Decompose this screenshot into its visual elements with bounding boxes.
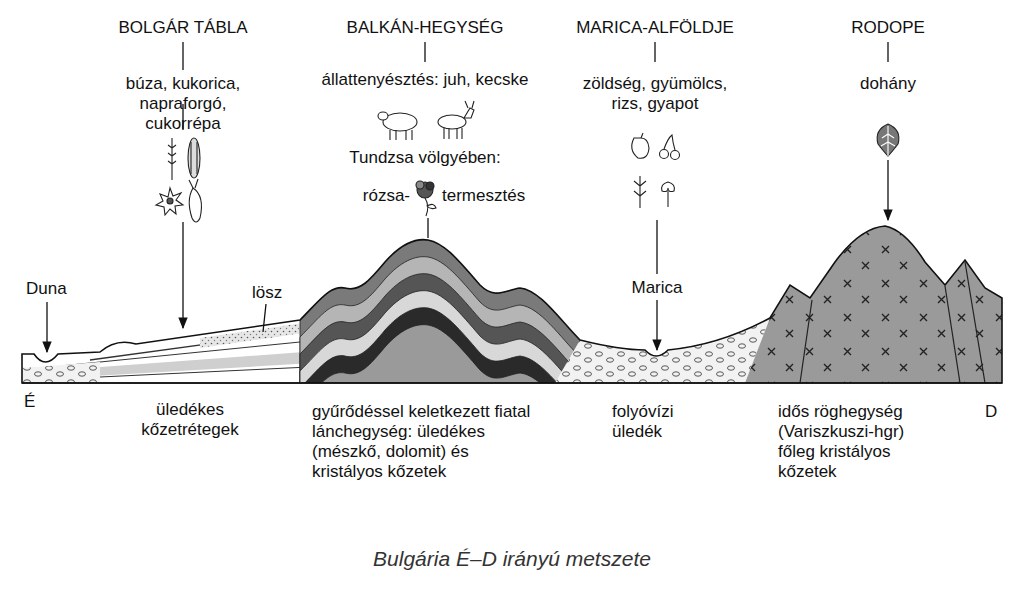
terrain-regions-part xyxy=(0,0,330,383)
profile-outline xyxy=(22,226,1002,383)
terrain-regions-part xyxy=(22,362,100,383)
crop-icons-part xyxy=(188,138,200,178)
rock-description: üledékes kőzetrétegek xyxy=(130,400,250,440)
crop-icons-part xyxy=(191,142,197,174)
crop-label: búza, kukorica, napraforgó, cukorrépa xyxy=(113,74,253,134)
fault-lines xyxy=(800,262,985,383)
river-label: Duna xyxy=(26,279,67,299)
direction-letter: D xyxy=(985,402,997,422)
terrain-regions xyxy=(0,0,1010,505)
animal-icons-part xyxy=(378,112,388,120)
leader-lines-part xyxy=(46,302,47,352)
leader-lines-part xyxy=(263,304,266,332)
crop-icons-part xyxy=(189,179,198,188)
base-line xyxy=(22,382,1002,384)
crop-label: termesztés xyxy=(442,186,525,206)
vegetable-fruit-icons-part xyxy=(664,135,675,150)
leader-lines-part xyxy=(424,42,425,62)
rock-description: folyóvízi üledék xyxy=(612,402,712,442)
direction-letter: É xyxy=(24,392,35,412)
vegetable-fruit-icons-part xyxy=(660,150,669,159)
region-heading: RODOPE xyxy=(851,18,925,38)
vegetable-fruit-icons xyxy=(632,133,680,208)
terrain-regions-part xyxy=(555,0,770,383)
vegetable-fruit-icons-part xyxy=(634,176,646,208)
region-heading: BOLGÁR TÁBLA xyxy=(118,18,247,38)
leader-lines-part xyxy=(182,222,183,328)
animal-icons-part xyxy=(444,128,462,139)
vegetable-fruit-icons-part xyxy=(632,138,649,158)
rock-label: lösz xyxy=(252,283,282,303)
fault-lines-part xyxy=(800,300,812,383)
crop-label: rózsa- xyxy=(363,186,410,206)
crop-label: zöldség, gyümölcs, rizs, gyapot xyxy=(575,74,735,114)
crop-icons-part xyxy=(156,188,183,215)
region-heading: MARICA-ALFÖLDJE xyxy=(576,18,734,38)
fault-lines-part xyxy=(965,262,985,383)
crop-icons-part xyxy=(168,138,176,180)
crop-icons-part xyxy=(189,188,201,222)
rose-icon xyxy=(416,181,436,216)
vegetable-fruit-icons-part xyxy=(662,182,675,192)
region-heading: BALKÁN-HEGYSÉG xyxy=(347,18,504,38)
fault-lines-part xyxy=(945,286,960,383)
vegetable-fruit-icons-part xyxy=(671,151,680,160)
rose-icon-part xyxy=(426,182,434,190)
vegetable-fruit-icons-part xyxy=(641,133,643,138)
crop-icons-part xyxy=(167,198,173,204)
rose-icon-part xyxy=(416,181,424,189)
animal-icons xyxy=(378,101,474,140)
rock-description: gyűrődéssel keletkezett fiatal lánchegys… xyxy=(312,402,544,482)
vegetable-fruit-icons-part xyxy=(667,191,668,207)
leader-lines-part xyxy=(887,160,888,220)
leader-lines-part xyxy=(656,300,657,350)
folded-layers-part xyxy=(300,325,580,505)
animal-icons-part xyxy=(464,101,474,118)
leader-lines-part xyxy=(656,220,657,274)
leader-lines-part xyxy=(887,42,888,62)
river-label: Marica xyxy=(631,278,682,298)
leader-lines-part xyxy=(427,218,428,238)
tobacco-icon-part xyxy=(881,126,895,156)
animal-icons-part xyxy=(390,130,412,140)
crop-icons xyxy=(156,138,201,222)
terrain-regions-part xyxy=(60,350,330,378)
rose-icon-part xyxy=(427,204,436,208)
leader-lines-part xyxy=(182,42,183,70)
tobacco-icon-part xyxy=(877,124,899,156)
crop-label: Tundzsa völgyében: xyxy=(349,148,501,168)
animal-icons-part xyxy=(438,115,466,129)
sediment-strata xyxy=(60,330,330,377)
rose-icon-part xyxy=(417,182,433,198)
leader-lines xyxy=(47,42,888,352)
folded-layers xyxy=(300,240,580,505)
crop-label: állattenyésztés: juh, kecske xyxy=(322,70,529,90)
leader-lines-part xyxy=(654,42,655,62)
terrain-regions-part xyxy=(745,0,1010,383)
figure-caption: Bulgária É–D irányú metszete xyxy=(373,547,651,572)
rock-description: idős röghegység (Variszkuszi-hgr) főleg … xyxy=(778,402,943,482)
tobacco-icon xyxy=(877,124,899,156)
crop-label: dohány xyxy=(860,74,916,94)
